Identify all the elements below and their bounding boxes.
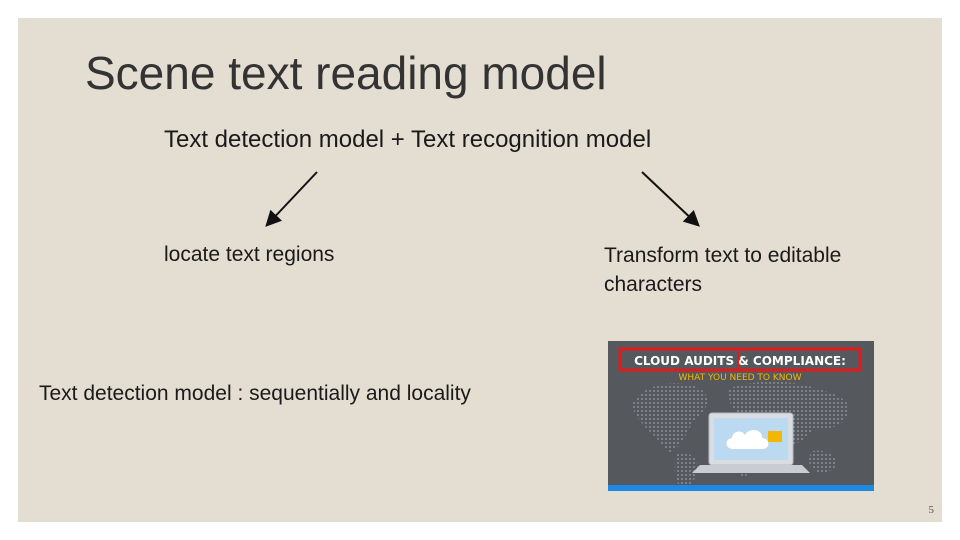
arrow-right	[641, 171, 700, 227]
slide-title: Scene text reading model	[85, 47, 607, 99]
arrows	[265, 171, 700, 227]
detection-label: locate text regions	[164, 243, 335, 266]
recognition-label: Transform text to editable characters	[604, 244, 842, 296]
thumb-subline: WHAT YOU NEED TO KNOW	[679, 373, 802, 383]
model-equation: Text detection model + Text recognition …	[164, 126, 652, 153]
laptop-icon	[692, 412, 810, 473]
page-number: 5	[928, 504, 935, 516]
detection-note: Text detection model : sequentially and …	[39, 382, 471, 405]
text-detection-box	[618, 347, 862, 372]
thumb-headline: CLOUD AUDITS & COMPLIANCE:	[634, 354, 846, 368]
example-image: CLOUD AUDITS & COMPLIANCE: WHAT YOU NEED…	[608, 341, 874, 491]
slide: Scene text reading model Text detection …	[18, 18, 942, 522]
arrow-left	[265, 171, 318, 227]
